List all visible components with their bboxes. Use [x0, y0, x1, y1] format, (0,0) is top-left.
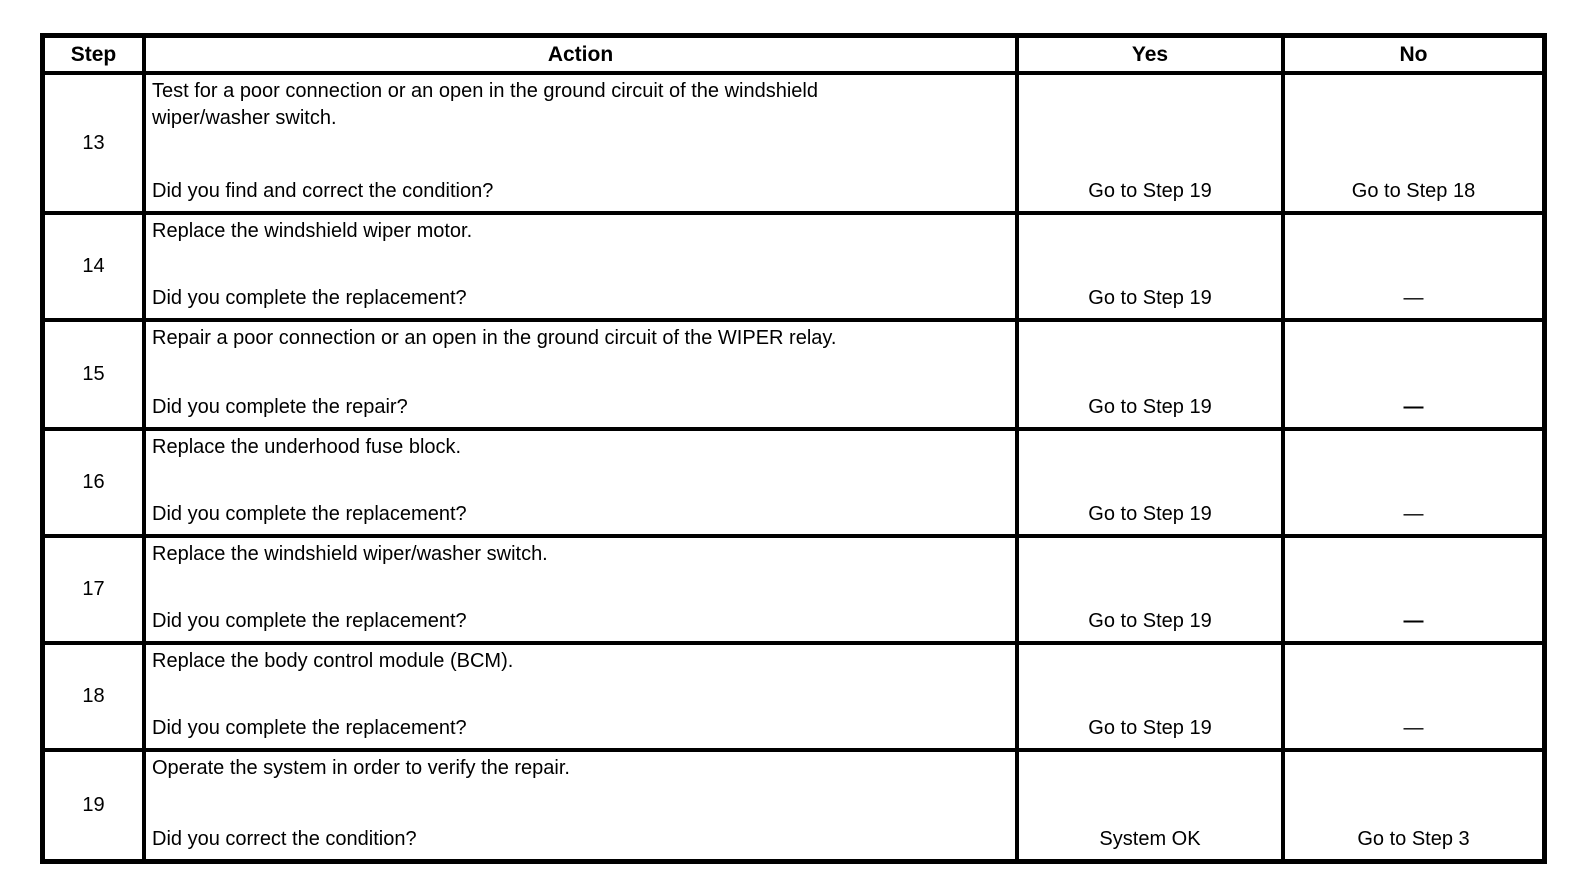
action-text: Replace the windshield wiper motor.	[152, 220, 473, 242]
no-cell: —	[1285, 645, 1542, 748]
no-cell: —	[1285, 538, 1542, 641]
action-question: Did you complete the repair?	[152, 396, 408, 418]
yes-value: System OK	[1099, 828, 1201, 850]
no-value: Go to Step 3	[1357, 828, 1470, 850]
yes-cell: Go to Step 19	[1019, 645, 1281, 748]
yes-value: Go to Step 19	[1088, 610, 1212, 632]
yes-cell: Go to Step 19	[1019, 431, 1281, 534]
step-cell: 13	[45, 75, 142, 211]
action-cell: Replace the underhood fuse block. Did yo…	[146, 431, 1015, 534]
action-question: Did you correct the condition?	[152, 828, 417, 850]
action-cell: Repair a poor connection or an open in t…	[146, 322, 1015, 427]
action-cell: Test for a poor connection or an open in…	[146, 75, 1015, 211]
action-question: Did you complete the replacement?	[152, 717, 467, 739]
step-cell: 16	[45, 431, 142, 534]
action-cell: Replace the body control module (BCM). D…	[146, 645, 1015, 748]
action-text: Replace the body control module (BCM).	[152, 650, 514, 672]
action-question: Did you complete the replacement?	[152, 287, 467, 309]
yes-cell: Go to Step 19	[1019, 75, 1281, 211]
step-number: 19	[82, 794, 105, 816]
diagnostic-table: Step Action Yes No 13 Test for a poor co…	[40, 33, 1547, 864]
yes-cell: Go to Step 19	[1019, 538, 1281, 641]
yes-value: Go to Step 19	[1088, 287, 1212, 309]
yes-value: Go to Step 19	[1088, 503, 1212, 525]
no-cell: —	[1285, 215, 1542, 318]
no-value: —	[1403, 503, 1424, 525]
header-no: No	[1285, 38, 1542, 71]
no-value: —	[1403, 396, 1424, 418]
action-text: Replace the windshield wiper/washer swit…	[152, 543, 548, 565]
no-cell: —	[1285, 322, 1542, 427]
action-question: Did you complete the replacement?	[152, 503, 467, 525]
no-value: —	[1403, 610, 1424, 632]
yes-value: Go to Step 19	[1088, 717, 1212, 739]
yes-value: Go to Step 19	[1088, 180, 1212, 202]
step-number: 13	[82, 131, 105, 154]
step-number: 17	[82, 578, 105, 600]
action-question: Did you complete the replacement?	[152, 610, 467, 632]
action-cell: Replace the windshield wiper/washer swit…	[146, 538, 1015, 641]
step-number: 15	[82, 363, 105, 385]
action-cell: Replace the windshield wiper motor. Did …	[146, 215, 1015, 318]
action-text: Replace the underhood fuse block.	[152, 436, 462, 458]
action-question: Did you find and correct the condition?	[152, 180, 494, 202]
no-value: —	[1403, 717, 1424, 739]
header-yes: Yes	[1019, 38, 1281, 71]
no-cell: Go to Step 18	[1285, 75, 1542, 211]
yes-cell: Go to Step 19	[1019, 322, 1281, 427]
action-text: Operate the system in order to verify th…	[152, 757, 570, 779]
step-number: 16	[82, 471, 105, 493]
step-cell: 19	[45, 752, 142, 859]
no-value: Go to Step 18	[1351, 180, 1476, 202]
step-cell: 14	[45, 215, 142, 318]
action-text: Repair a poor connection or an open in t…	[152, 327, 837, 349]
yes-value: Go to Step 19	[1088, 396, 1212, 418]
step-number: 18	[82, 685, 105, 707]
step-number: 14	[82, 255, 105, 277]
step-cell: 17	[45, 538, 142, 641]
yes-cell: Go to Step 19	[1019, 215, 1281, 318]
header-action: Action	[146, 38, 1015, 71]
no-cell: Go to Step 3	[1285, 752, 1542, 859]
no-value: —	[1403, 287, 1424, 309]
step-cell: 15	[45, 322, 142, 427]
header-step: Step	[45, 38, 142, 71]
yes-cell: System OK	[1019, 752, 1281, 859]
action-cell: Operate the system in order to verify th…	[146, 752, 1015, 859]
no-cell: —	[1285, 431, 1542, 534]
step-cell: 18	[45, 645, 142, 748]
action-text: Test for a poor connection or an open in…	[152, 80, 818, 129]
